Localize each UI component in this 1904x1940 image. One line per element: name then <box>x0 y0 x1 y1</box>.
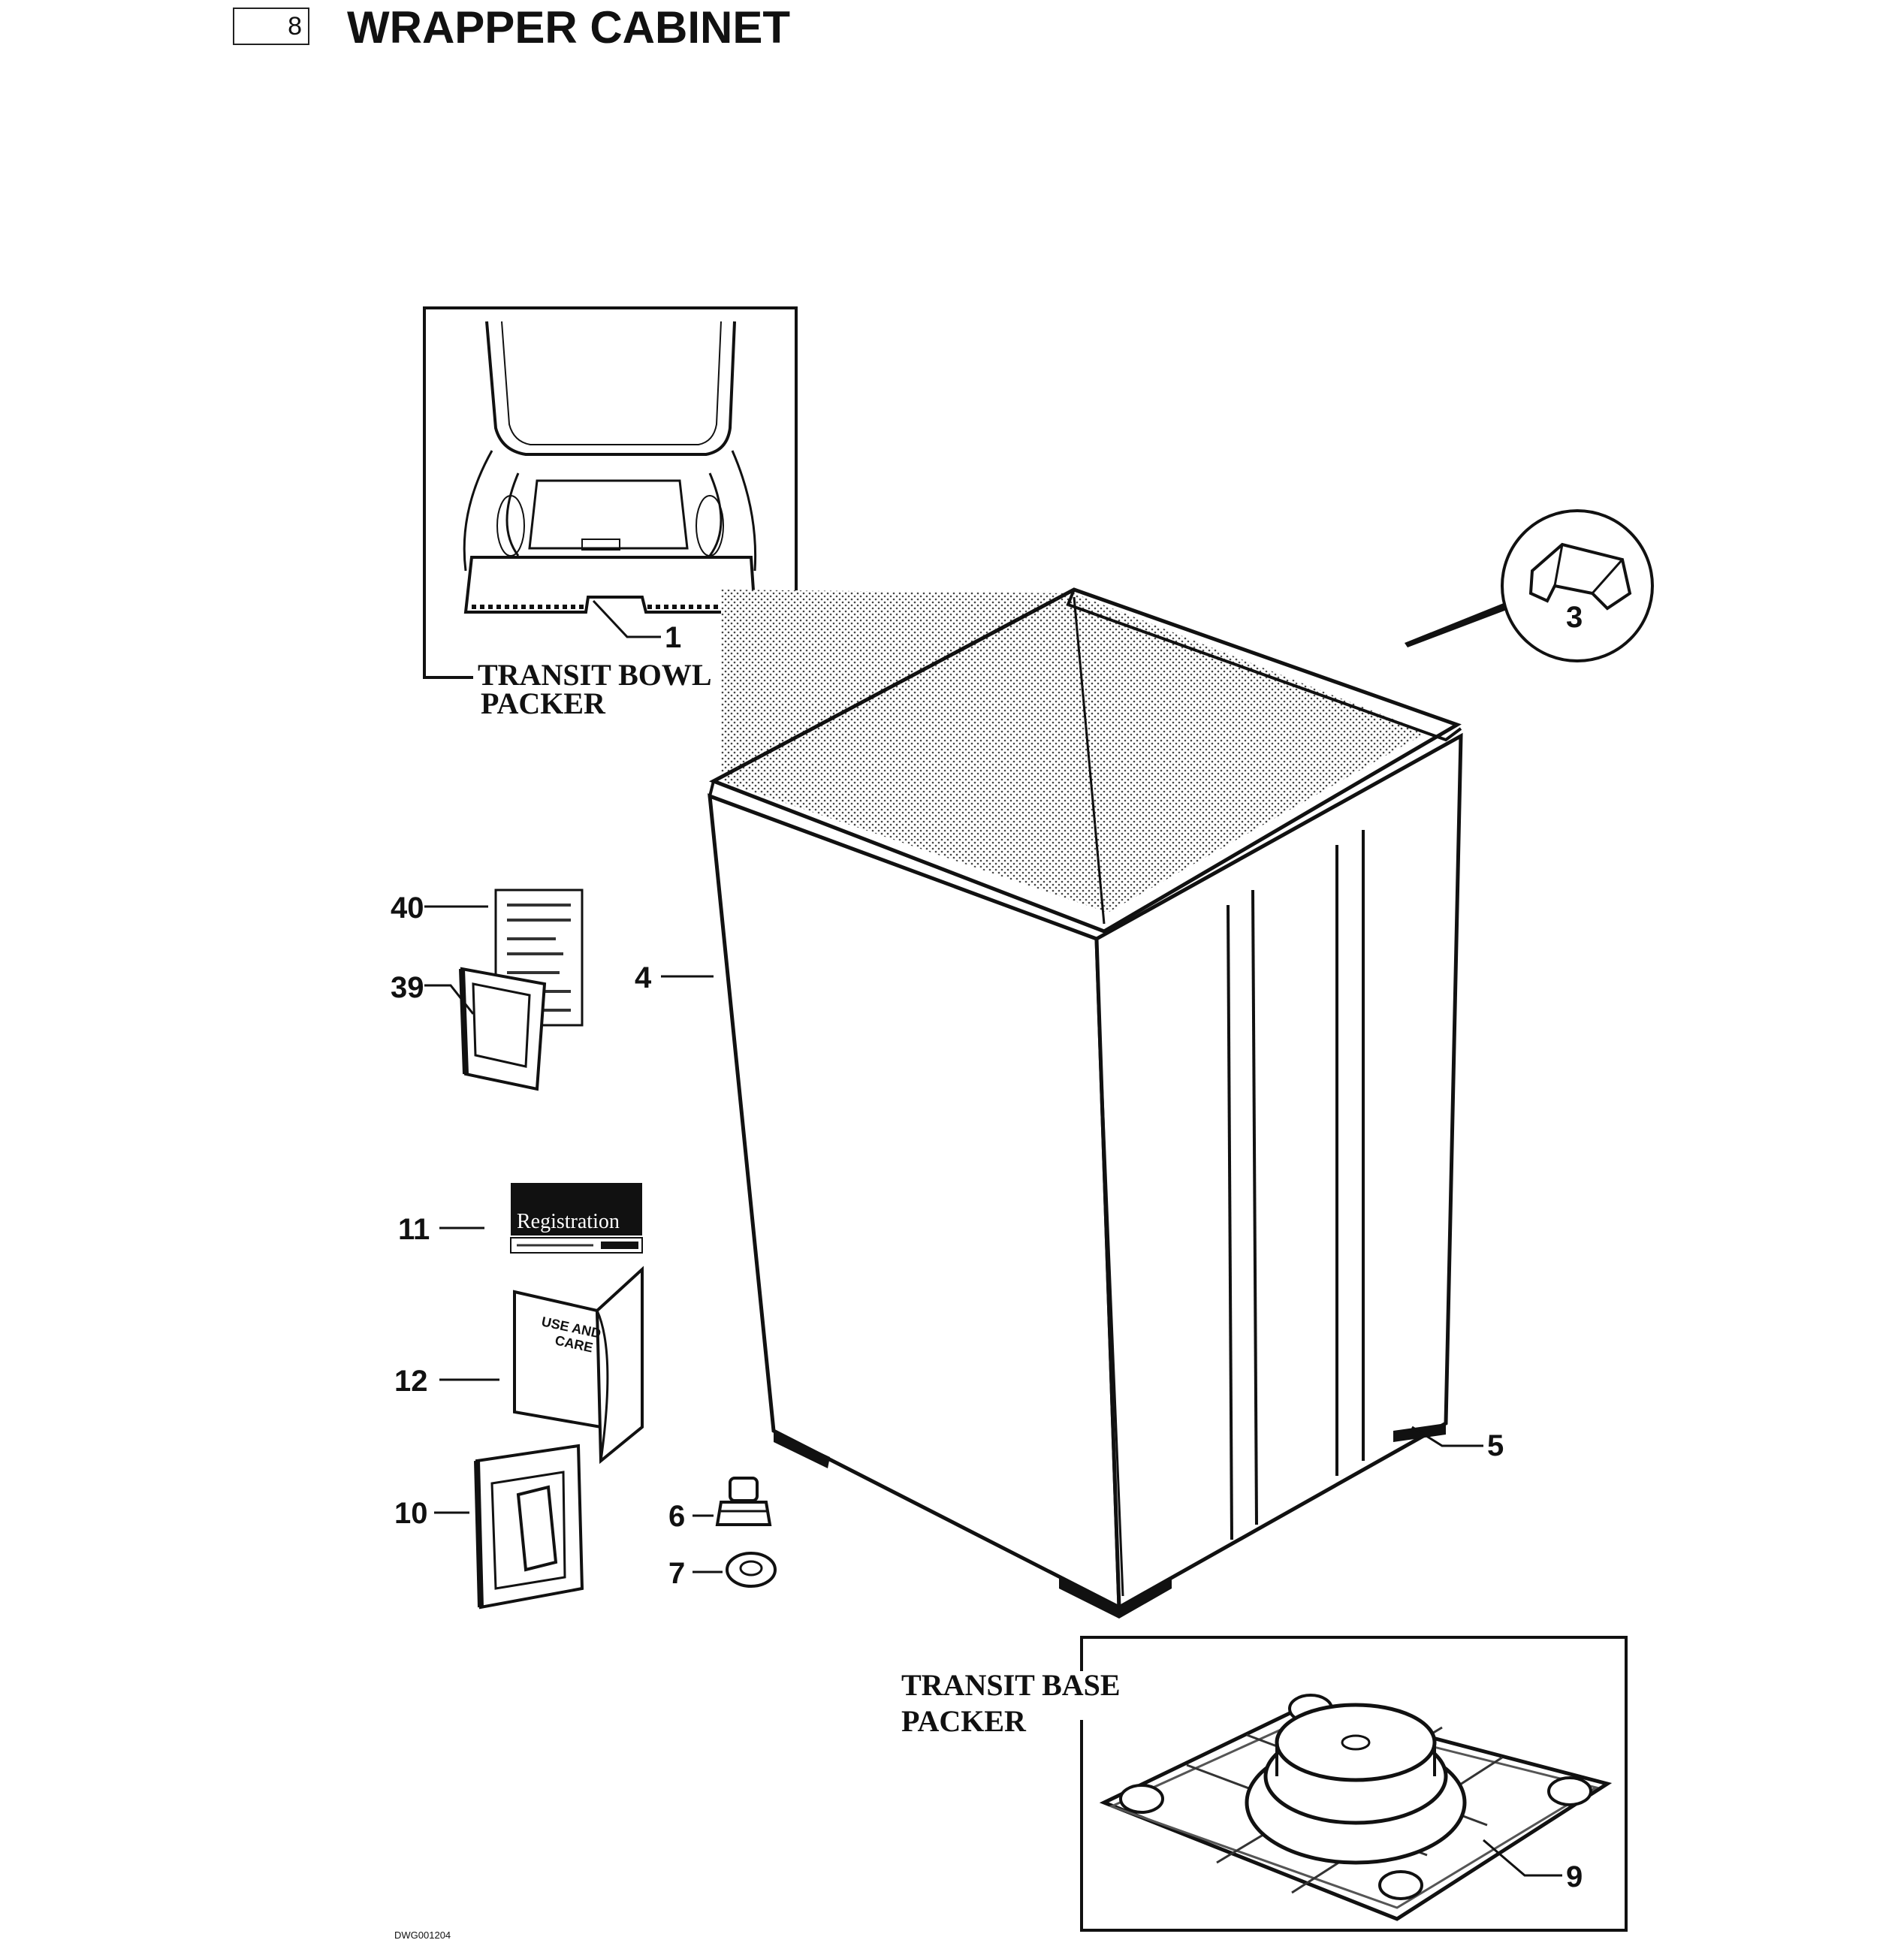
callout-5-label: 5 <box>1487 1429 1504 1462</box>
transit-base-packer-label-line1: TRANSIT BASE <box>901 1668 1121 1702</box>
callout-12-label: 12 <box>394 1365 428 1398</box>
part-12-use-and-care-guide: USE AND CARE 12 <box>394 1266 644 1465</box>
part-10-hardware-pouch: 10 <box>394 1444 584 1610</box>
drawing-code: DWG001204 <box>394 1929 451 1940</box>
callout-11-label: 11 <box>398 1213 430 1246</box>
callout-4-label: 4 <box>635 961 652 994</box>
part-6-plug: 6 <box>668 1477 772 1533</box>
callout-3-label: 3 <box>1566 601 1583 634</box>
part-39-pouch: 39 <box>391 967 547 1091</box>
part-3-clip-detail: 3 <box>1405 509 1654 662</box>
transit-bowl-packer-label-line2: PACKER <box>481 686 606 720</box>
wrapper-cabinet: 4 5 <box>635 587 1504 1619</box>
transit-base-packer-label-line2: PACKER <box>901 1704 1027 1738</box>
transit-bowl-packer-label-line1: TRANSIT BOWL <box>478 658 712 692</box>
transit-base-packer-inset: TRANSIT BASE PACKER 9 <box>901 1636 1628 1932</box>
page-number-box: 8 <box>233 8 309 45</box>
page-title: WRAPPER CABINET <box>347 2 791 53</box>
page-number: 8 <box>288 12 302 41</box>
transit-bowl-packer-inset: 1 TRANSIT BOWL PACKER <box>423 306 798 720</box>
callout-7-label: 7 <box>668 1557 685 1590</box>
callout-40-label: 40 <box>391 892 424 925</box>
callout-9-label: 9 <box>1566 1860 1583 1893</box>
callout-1-label: 1 <box>665 621 681 654</box>
part-11-registration-card: Registration 11 <box>398 1183 643 1254</box>
registration-card-text: Registration <box>517 1210 620 1233</box>
callout-39-label: 39 <box>391 971 424 1004</box>
callout-6-label: 6 <box>668 1500 685 1533</box>
callout-10-label: 10 <box>394 1497 428 1530</box>
part-7-grommet: 7 <box>668 1552 777 1590</box>
